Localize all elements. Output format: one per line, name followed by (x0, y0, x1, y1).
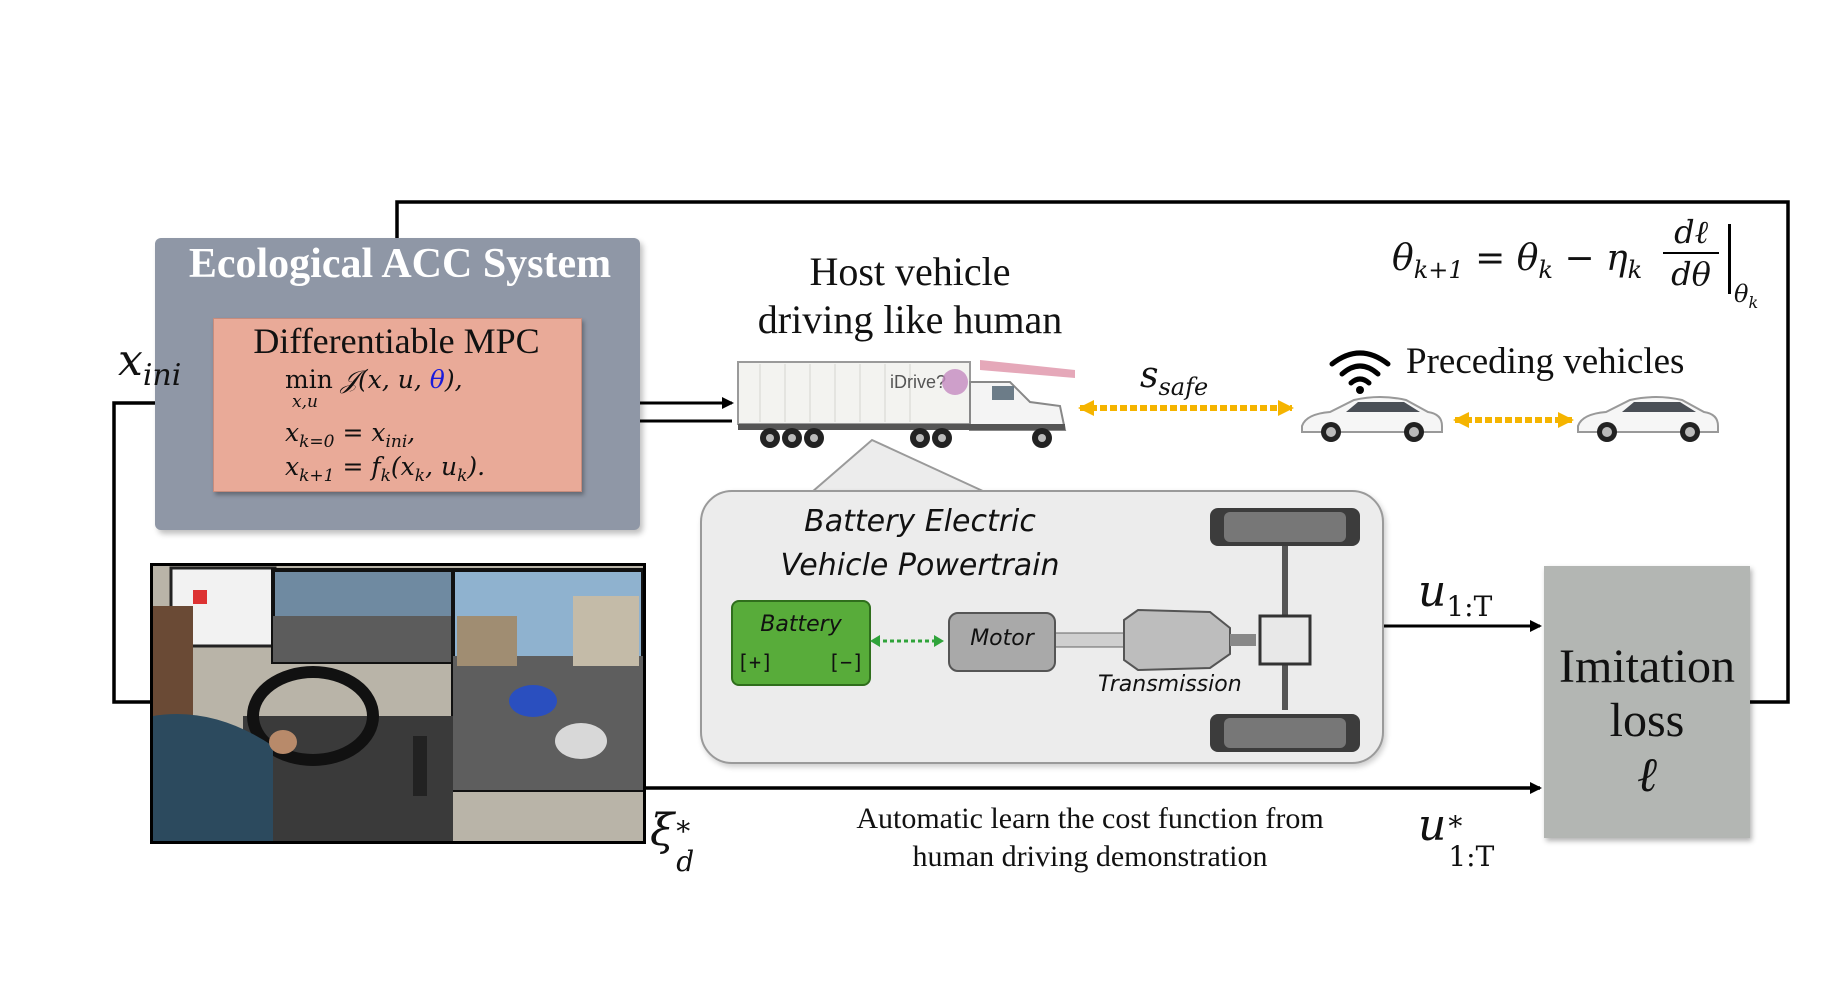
xi-star-label: ξ*d (650, 805, 704, 878)
update-fraction: dℓ dθ (1663, 212, 1719, 294)
ecological-acc-title: Ecological ACC System (188, 241, 612, 287)
x-ini-sub: ini (142, 357, 182, 393)
mpc-objective: min 𝒥(x, u, θ), (285, 365, 463, 395)
mpc-title: Differentiable MPC (253, 321, 540, 361)
update-numerator: dℓ (1663, 212, 1719, 254)
update-eval-sub: k (1748, 292, 1759, 312)
dyn-f: = f (342, 452, 381, 481)
dyn-args-sub1: k (414, 466, 426, 486)
update-equals: = (1475, 238, 1506, 279)
min-operator: min (285, 365, 333, 394)
wifi-icon (1329, 350, 1391, 394)
imitation-ell: ℓ (1637, 747, 1657, 803)
dyn-args-pre: (x (390, 452, 415, 481)
simulator-scene (153, 566, 643, 841)
powertrain-title: Battery Electric Vehicle Powertrain (700, 500, 1140, 588)
host-vehicle-line1: Host vehicle (809, 249, 1011, 294)
preceding-vehicles-label: Preceding vehicles (1406, 341, 1685, 382)
update-term1-sub: k (1538, 256, 1553, 285)
x-ini-base: x (118, 335, 143, 386)
s-safe-base: s (1140, 355, 1159, 396)
mpc-initial-condition: xk=0 = xini, (285, 418, 415, 452)
u-star-base: u (1418, 800, 1447, 851)
xi-base: ξ (650, 805, 675, 856)
s-safe-sub: safe (1158, 373, 1209, 402)
init-x: x (285, 418, 300, 447)
u-star-label: u*1:T (1418, 800, 1496, 873)
update-eval-theta: θ (1734, 280, 1749, 308)
caption-line1: Automatic learn the cost function from (856, 802, 1324, 835)
dyn-x: x (285, 452, 300, 481)
truck-label: iDrive? (890, 372, 946, 392)
u-star-sub: 1:T (1448, 840, 1495, 873)
update-lhs-sub: k+1 (1413, 256, 1464, 285)
theta-parameter: θ (429, 365, 445, 394)
dyn-x-sub: k+1 (299, 466, 335, 486)
differentiable-mpc-box (213, 318, 582, 492)
transmission-label: Transmission (1098, 672, 1242, 697)
init-x-sub: k=0 (299, 432, 335, 452)
update-lhs: θ (1392, 238, 1414, 279)
init-rhs: = x (342, 418, 386, 447)
dyn-args-sub2: k (457, 466, 468, 486)
battery-minus: [−] (828, 650, 865, 674)
dyn-args-end: ). (467, 452, 486, 481)
u-label: u1:T (1418, 566, 1492, 623)
evaluation-bar (1728, 224, 1731, 294)
update-eta-sub: k (1627, 256, 1643, 285)
dyn-f-sub: k (380, 466, 391, 486)
xi-sup: * (676, 815, 691, 848)
update-eta: η (1606, 238, 1628, 279)
bubble-pointer (811, 438, 986, 493)
host-truck-image: iDrive? (737, 360, 1075, 448)
motor-box (948, 612, 1056, 672)
x-ini-label: xini (118, 335, 181, 393)
powertrain-title-line2: Vehicle Powertrain (780, 548, 1060, 583)
battery-box (731, 600, 871, 686)
update-denominator: dθ (1671, 255, 1711, 293)
init-end: , (407, 418, 416, 447)
u-base: u (1418, 566, 1447, 617)
battery-label: Battery (760, 612, 842, 637)
u-star-sup: * (1448, 810, 1463, 843)
min-subscript: x,u (292, 392, 318, 412)
motor-label: Motor (970, 626, 1034, 651)
cost-function-prefix: 𝒥(x, u, (340, 365, 430, 394)
imitation-loss-label: Imitation loss ℓ (1544, 640, 1750, 802)
driving-simulator-photo (150, 563, 646, 844)
preceding-car-2 (1577, 396, 1719, 442)
parameter-update-rule: θk+1 = θk − ηk (1392, 238, 1642, 284)
update-eval: θk (1734, 280, 1758, 312)
init-rhs-sub: ini (385, 432, 408, 452)
powertrain-title-line1: Battery Electric (804, 504, 1036, 539)
cost-function-suffix: ), (444, 365, 463, 394)
update-term1: θ (1516, 238, 1539, 279)
mpc-dynamics: xk+1 = fk(xk, uk). (285, 452, 485, 486)
caption: Automatic learn the cost function from h… (770, 800, 1410, 876)
u-sub: 1:T (1446, 589, 1493, 623)
preceding-car-1 (1301, 396, 1443, 442)
s-safe-label: ssafe (1140, 355, 1208, 401)
caption-line2: human driving demonstration (912, 840, 1268, 873)
update-minus: − (1564, 238, 1595, 279)
imitation-line1: Imitation (1559, 640, 1735, 693)
battery-plus: [+] (737, 650, 774, 674)
host-vehicle-label: Host vehicle driving like human (700, 248, 1120, 344)
host-vehicle-line2: driving like human (757, 297, 1063, 342)
imitation-line2: loss (1609, 694, 1685, 747)
xi-sub: d (676, 845, 695, 878)
imitation-loss-box (1544, 566, 1750, 838)
dyn-args-mid: , u (425, 452, 458, 481)
